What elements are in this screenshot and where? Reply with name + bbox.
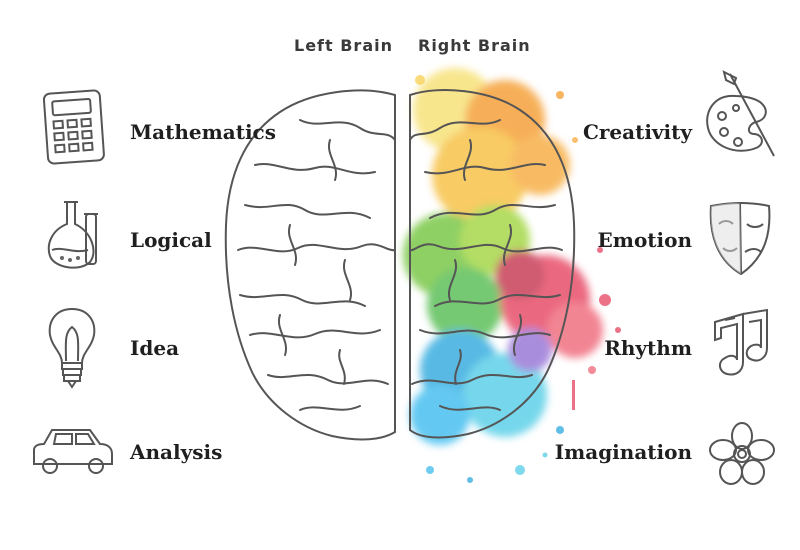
right-hemisphere: [409, 89, 576, 439]
flask-icon: [47, 201, 98, 269]
lightbulb-icon: [48, 307, 96, 389]
watercolor-splash: [403, 68, 621, 483]
label-rhythm: Rhythm: [604, 336, 692, 360]
label-mathematics: Mathematics: [130, 120, 276, 144]
flower-icon: [709, 422, 775, 485]
label-emotion: Emotion: [597, 228, 692, 252]
left-hemisphere: [224, 89, 396, 441]
label-analysis: Analysis: [130, 440, 223, 464]
mask-icon: [709, 202, 771, 276]
calculator-icon: [42, 89, 105, 165]
label-creativity: Creativity: [582, 120, 692, 144]
palette-icon: [706, 70, 775, 157]
left-brain-heading: Left Brain: [294, 36, 393, 55]
right-brain-heading: Right Brain: [418, 36, 531, 55]
label-imagination: Imagination: [554, 440, 692, 464]
label-idea: Idea: [130, 336, 180, 360]
label-logical: Logical: [130, 228, 212, 252]
car-icon: [33, 429, 113, 474]
music-note-icon: [714, 308, 768, 376]
